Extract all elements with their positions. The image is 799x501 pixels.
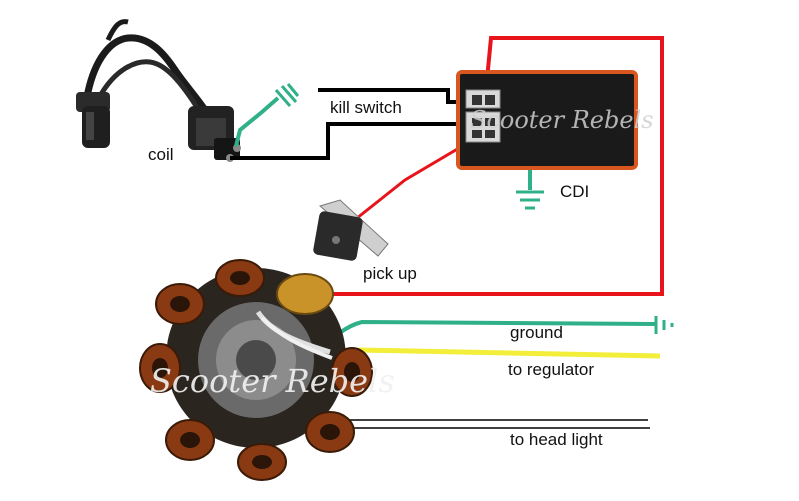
coil-cdi-wire [230,122,470,160]
coil-label: coil [148,145,174,164]
stator-watermark: Scooter Rebels [150,362,395,400]
cdi-ground-symbol [516,190,544,210]
cdi-label: CDI [560,182,589,201]
ground-label: ground [510,323,563,342]
cdi-unit: Scooter Rebels [456,70,654,170]
to-head-light-label: to head light [510,430,603,449]
pick-up-label: pick up [363,264,417,283]
regulator-wire [329,347,661,359]
pickup-red-wire [351,136,477,224]
coil-ground-wire [234,96,280,147]
ground-wire [316,319,657,354]
ignition-coil [76,19,241,162]
to-regulator-label: to regulator [508,360,594,379]
cdi-watermark: Scooter Rebels [470,106,654,134]
coil-ground-symbol [274,83,300,107]
stator-ground-symbol [654,316,674,334]
kill-switch-label: kill switch [330,98,402,117]
pickup-sensor [313,199,389,261]
stator: Scooter Rebels [139,259,395,481]
